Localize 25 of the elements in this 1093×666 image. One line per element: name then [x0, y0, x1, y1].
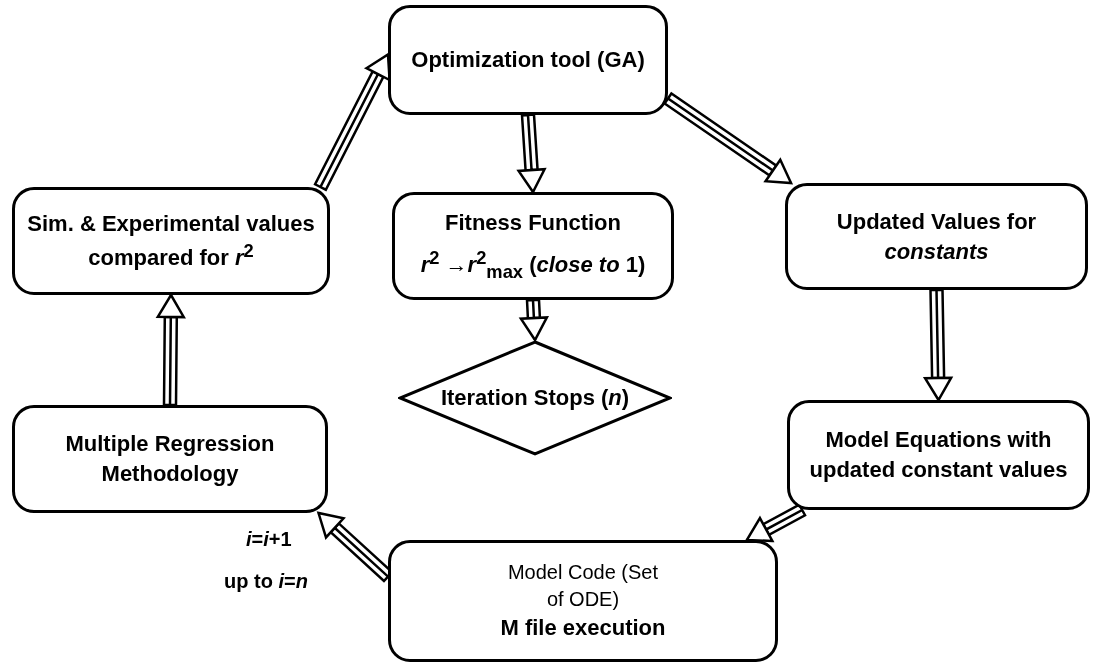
hollow-arrow [923, 288, 953, 402]
node-text: r$^{2}$ →r$^{2}$$_{max}$ (close to 1) [420, 245, 646, 284]
node-text: Sim. & Experimental values compared for r$^{2}$ [26, 210, 316, 273]
process-box [392, 192, 674, 300]
hollow-arrow [745, 503, 807, 543]
hollow-arrow [517, 113, 546, 194]
node-text: Model Equations with updated constant values [808, 426, 1069, 484]
node-text: Multiple Regression Methodology [64, 430, 276, 488]
hollow-arrow [519, 298, 549, 342]
node-text: Model Code (Set of ODE) [506, 560, 660, 613]
process-box [388, 540, 778, 662]
hollow-arrow [156, 293, 186, 407]
iteration-label: i=i+1 [246, 528, 292, 551]
process-box [12, 187, 330, 295]
process-box [388, 5, 668, 115]
node-text: Updated Values for constants [835, 207, 1038, 266]
node-text: Iteration Stops (n) [440, 384, 630, 413]
node-text: M file execution [500, 614, 666, 643]
process-box [12, 405, 328, 513]
iteration-label: up to i=n [224, 570, 308, 593]
decision-diamond [398, 340, 672, 456]
process-box [787, 400, 1090, 510]
node-text: Fitness Function [445, 208, 621, 237]
process-box [785, 183, 1088, 290]
node-text: Optimization tool (GA) [411, 46, 645, 75]
